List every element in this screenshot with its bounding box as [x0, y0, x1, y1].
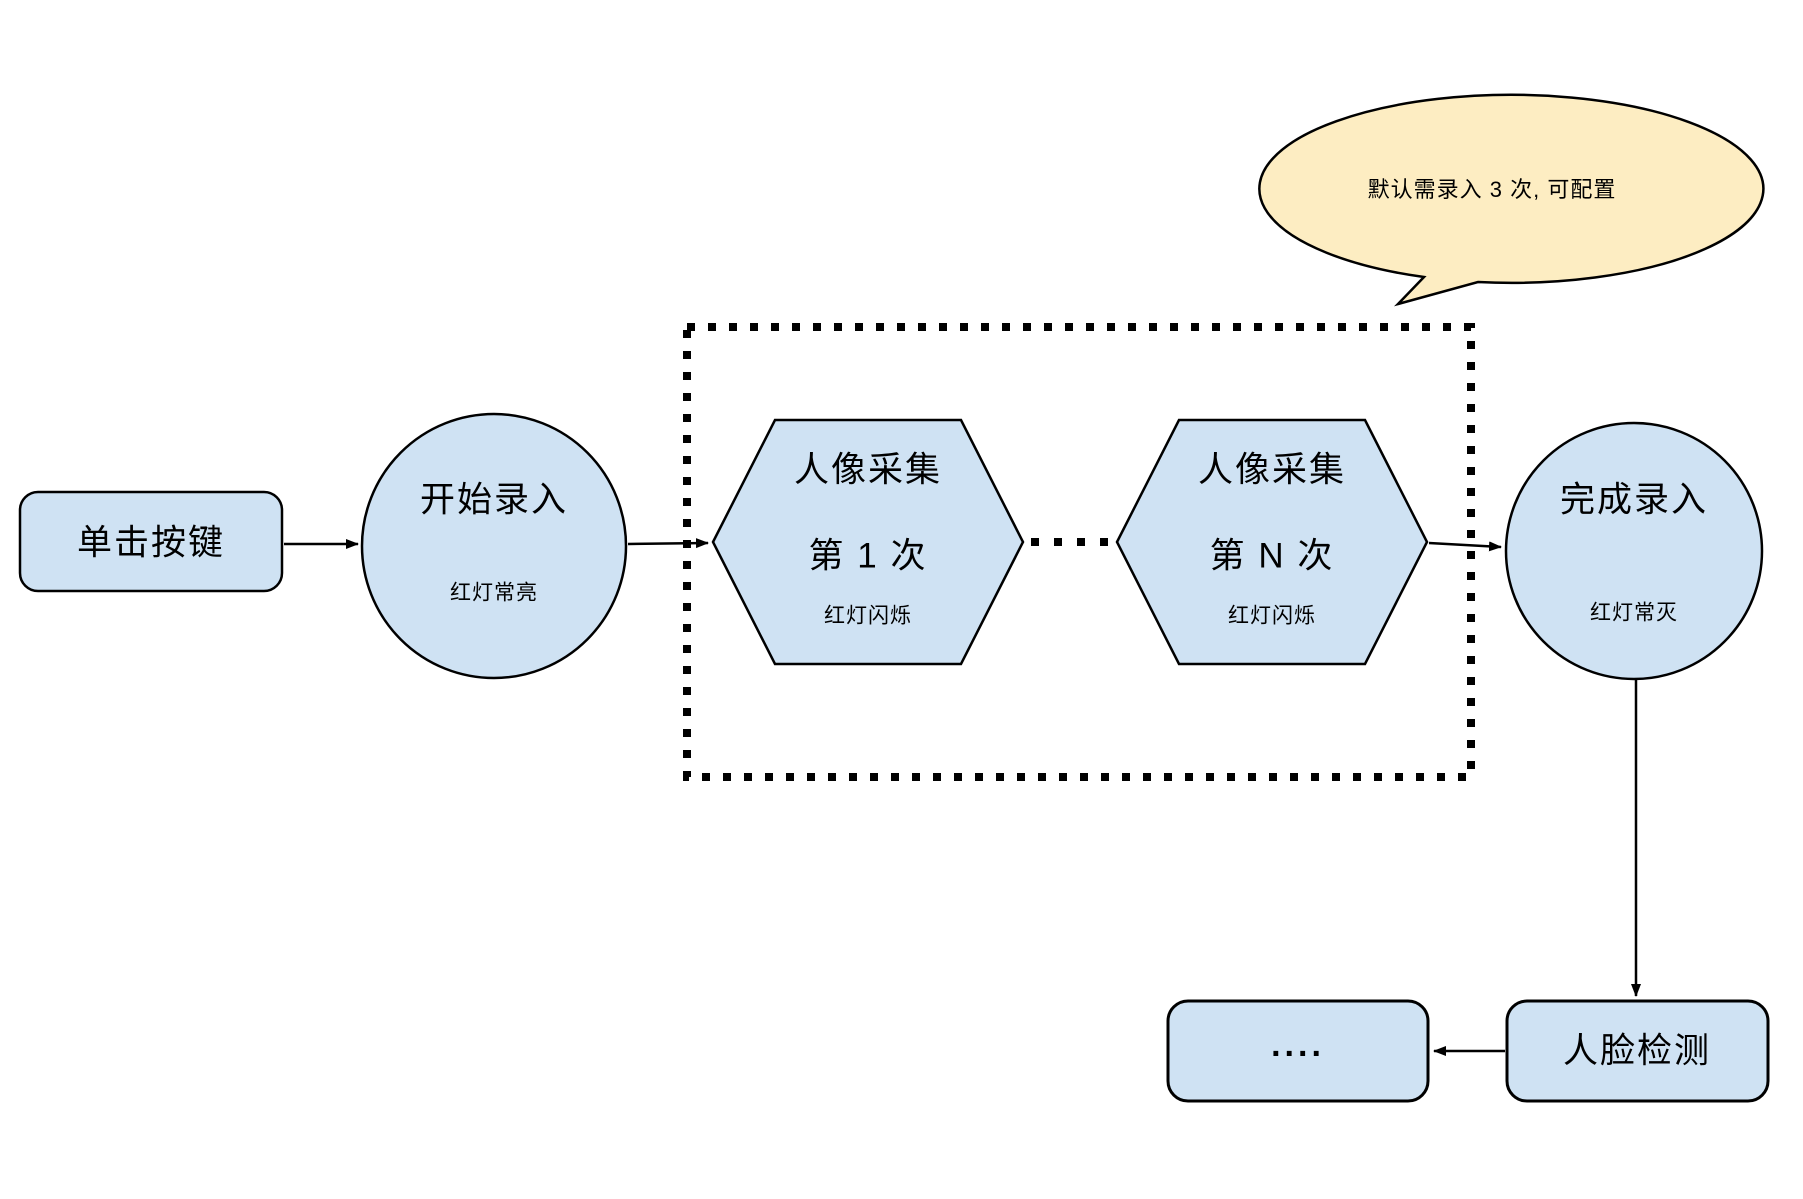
callout-bubble — [1258, 93, 1765, 307]
click-button-label: 单击按键 — [76, 523, 226, 563]
inter-hexagon-dots — [1031, 538, 1108, 546]
capture-n-label-line1: 人像采集 — [1197, 450, 1347, 490]
click-button-node — [18, 490, 284, 593]
capture-1-sublabel: 红灯闪烁 — [824, 604, 912, 628]
finish-enroll-label: 完成录入 — [1559, 480, 1709, 520]
start-enroll-sublabel: 红灯常亮 — [450, 581, 538, 605]
ellipsis-node — [1166, 999, 1430, 1103]
finish-enroll-node — [1504, 421, 1764, 681]
arrow-capturen-to-finish — [1428, 541, 1502, 552]
capture-1-label-line2: 第 1 次 — [808, 536, 928, 576]
face-detect-label: 人脸检测 — [1562, 1031, 1712, 1071]
finish-enroll-sublabel: 红灯常灭 — [1590, 601, 1678, 625]
capture-1-node — [711, 418, 1025, 666]
capture-n-sublabel: 红灯闪烁 — [1228, 604, 1316, 628]
start-enroll-label: 开始录入 — [419, 480, 569, 520]
ellipsis-label: .... — [1271, 1026, 1325, 1064]
arrow-start-to-capture1 — [627, 538, 709, 549]
callout-bubble-text: 默认需录入 3 次, 可配置 — [1367, 177, 1617, 202]
face-detect-node — [1505, 999, 1770, 1103]
start-enroll-node — [360, 412, 628, 680]
capture-1-label-line1: 人像采集 — [793, 450, 943, 490]
capture-n-node — [1115, 418, 1429, 666]
capture-n-label-line2: 第 N 次 — [1209, 536, 1335, 576]
repeat-group-border — [683, 323, 1475, 781]
